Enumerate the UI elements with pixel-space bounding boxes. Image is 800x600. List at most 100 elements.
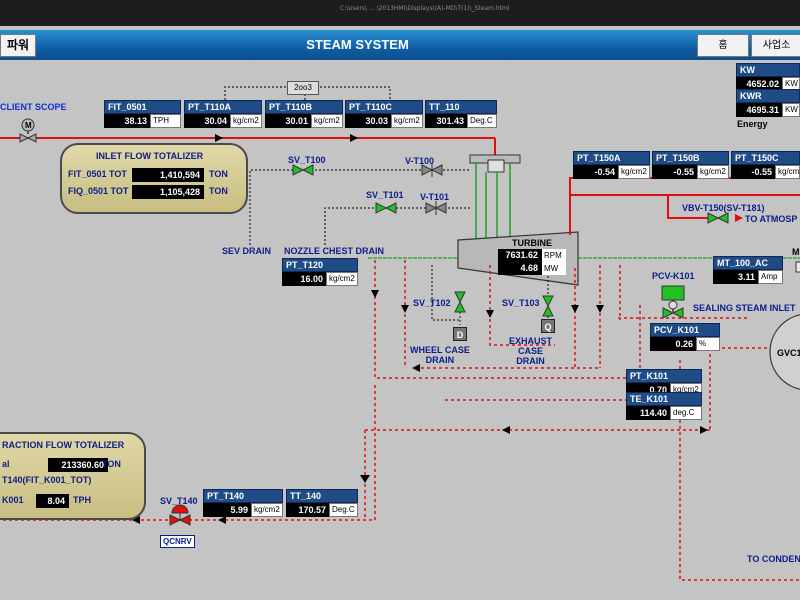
v-t101-label: V-T101 [420, 192, 450, 202]
tag-unit: deg.C [670, 406, 702, 420]
ext-total-label: al [2, 459, 10, 469]
ext-total-value: 213360.60 [48, 458, 108, 472]
sev-drain-label: SEV DRAIN [222, 246, 272, 256]
to-condenser-label: TO CONDEN [747, 554, 800, 564]
extraction-flow-totalizer: RACTION FLOW TOTALIZER al 213360.60 TON … [0, 432, 146, 520]
wheel-drain-label: WHEEL CASE DRAIN [410, 345, 470, 365]
turbine-label: TURBINE [512, 238, 552, 248]
fit-tot-value: 1,410,594 [132, 168, 204, 182]
ext-total-unit: TON [102, 459, 121, 469]
tag-name: PT_K101 [626, 369, 702, 383]
tag-value: 0.26 [650, 337, 696, 351]
pcv-k101-label: PCV-K101 [652, 271, 695, 281]
exhaust-drain-label: EXHAUST CASE DRAIN [509, 336, 553, 366]
tag-value: 3.11 [713, 270, 758, 284]
turbine-mw: 4.68 MW [498, 262, 566, 275]
tag-value: 5.99 [203, 503, 251, 517]
tag-unit: kg/cm2 [775, 165, 800, 179]
gvc-label: GVC1 [777, 348, 800, 358]
window-titlebar: C:\Users\ ... \2013HMI\Displays\(A)-MD\T… [0, 0, 800, 26]
qcnrv-tag: QCNRV [160, 535, 195, 548]
tag-unit: Deg.C [467, 114, 497, 128]
tag-pcv-k101[interactable]: PCV_K101 0.26% [650, 323, 720, 351]
rpm-unit: RPM [542, 249, 566, 262]
fit-tot-label: FIT_0501 TOT [68, 169, 127, 179]
rpm-value: 7631.62 [498, 249, 542, 262]
extraction-totalizer-title: RACTION FLOW TOTALIZER [2, 440, 125, 450]
svg-text:M: M [25, 121, 32, 130]
tag-unit: kg/cm2 [311, 114, 343, 128]
tag-value: 38.13 [104, 114, 150, 128]
tag-name: PT_T120 [282, 258, 358, 272]
tag-name: PT_T110C [345, 100, 423, 114]
brand-button[interactable]: 파워 [0, 34, 36, 57]
to-atmosphere-label: TO ATMOSP [745, 214, 798, 224]
sv-t101-label: SV_T101 [366, 190, 404, 200]
flow-arrow [215, 134, 223, 142]
sv-t102-label: SV_T102 [413, 298, 451, 308]
energy-label: Energy [737, 119, 768, 129]
tag-value: -0.55 [731, 165, 775, 179]
tag-name: TT_110 [425, 100, 497, 114]
site-button[interactable]: 사업소 [751, 34, 800, 57]
tag-name: PT_T110B [265, 100, 343, 114]
tag-value: 16.00 [282, 272, 326, 286]
client-valve-actuator [21, 118, 35, 132]
mw-value: 4.68 [498, 262, 542, 275]
page-title: STEAM SYSTEM [306, 37, 409, 52]
tag-value: 4695.31 [736, 103, 782, 117]
motor-label: M [792, 247, 800, 257]
tag-name: PT_T110A [184, 100, 262, 114]
tag-name: PT_T150C [731, 151, 800, 165]
window-path: C:\Users\ ... \2013HMI\Displays\(A)-MD\T… [340, 5, 510, 12]
inlet-totalizer-title: INLET FLOW TOTALIZER [96, 151, 204, 161]
header-bar: 파워 STEAM SYSTEM 홈 사업소 [0, 30, 800, 60]
tag-name: PT_T150B [652, 151, 729, 165]
tag-name: PT_T150A [573, 151, 650, 165]
tag-name: PT_T140 [203, 489, 283, 503]
tag-name: FIT_0501 [104, 100, 181, 114]
tag-unit: kg/cm2 [618, 165, 650, 179]
fiq-tot-label: FIQ_0501 TOT [68, 186, 129, 196]
tag-unit: kg/cm2 [697, 165, 729, 179]
tag-value: 30.03 [345, 114, 391, 128]
exhaust-drain-box[interactable]: Q [541, 319, 555, 333]
tag-unit: kg/cm2 [230, 114, 262, 128]
ext-rate-unit: TPH [73, 495, 91, 505]
mw-unit: MW [542, 262, 566, 275]
home-button[interactable]: 홈 [697, 34, 749, 57]
sv-t103-label: SV_T103 [502, 298, 540, 308]
tag-name: TE_K101 [626, 392, 702, 406]
tag-value: -0.55 [652, 165, 697, 179]
flow-arrow [350, 134, 358, 142]
tag-value: 4652.02 [736, 77, 782, 91]
tag-unit: kg/cm2 [326, 272, 358, 286]
tag-value: -0.54 [573, 165, 618, 179]
tag-unit: kg/cm2 [251, 503, 283, 517]
tag-unit: KW [782, 103, 800, 117]
fiq-tot-unit: TON [209, 186, 228, 196]
tag-name: TT_140 [286, 489, 358, 503]
wheel-drain-box[interactable]: D [453, 327, 467, 341]
tag-name: MT_100_AC [713, 256, 783, 270]
sv-t100-label: SV_T100 [288, 155, 326, 165]
client-scope-label: CLIENT SCOPE [0, 102, 67, 112]
voting-label: 2oo3 [287, 81, 319, 95]
fit-tot-unit: TON [209, 169, 228, 179]
